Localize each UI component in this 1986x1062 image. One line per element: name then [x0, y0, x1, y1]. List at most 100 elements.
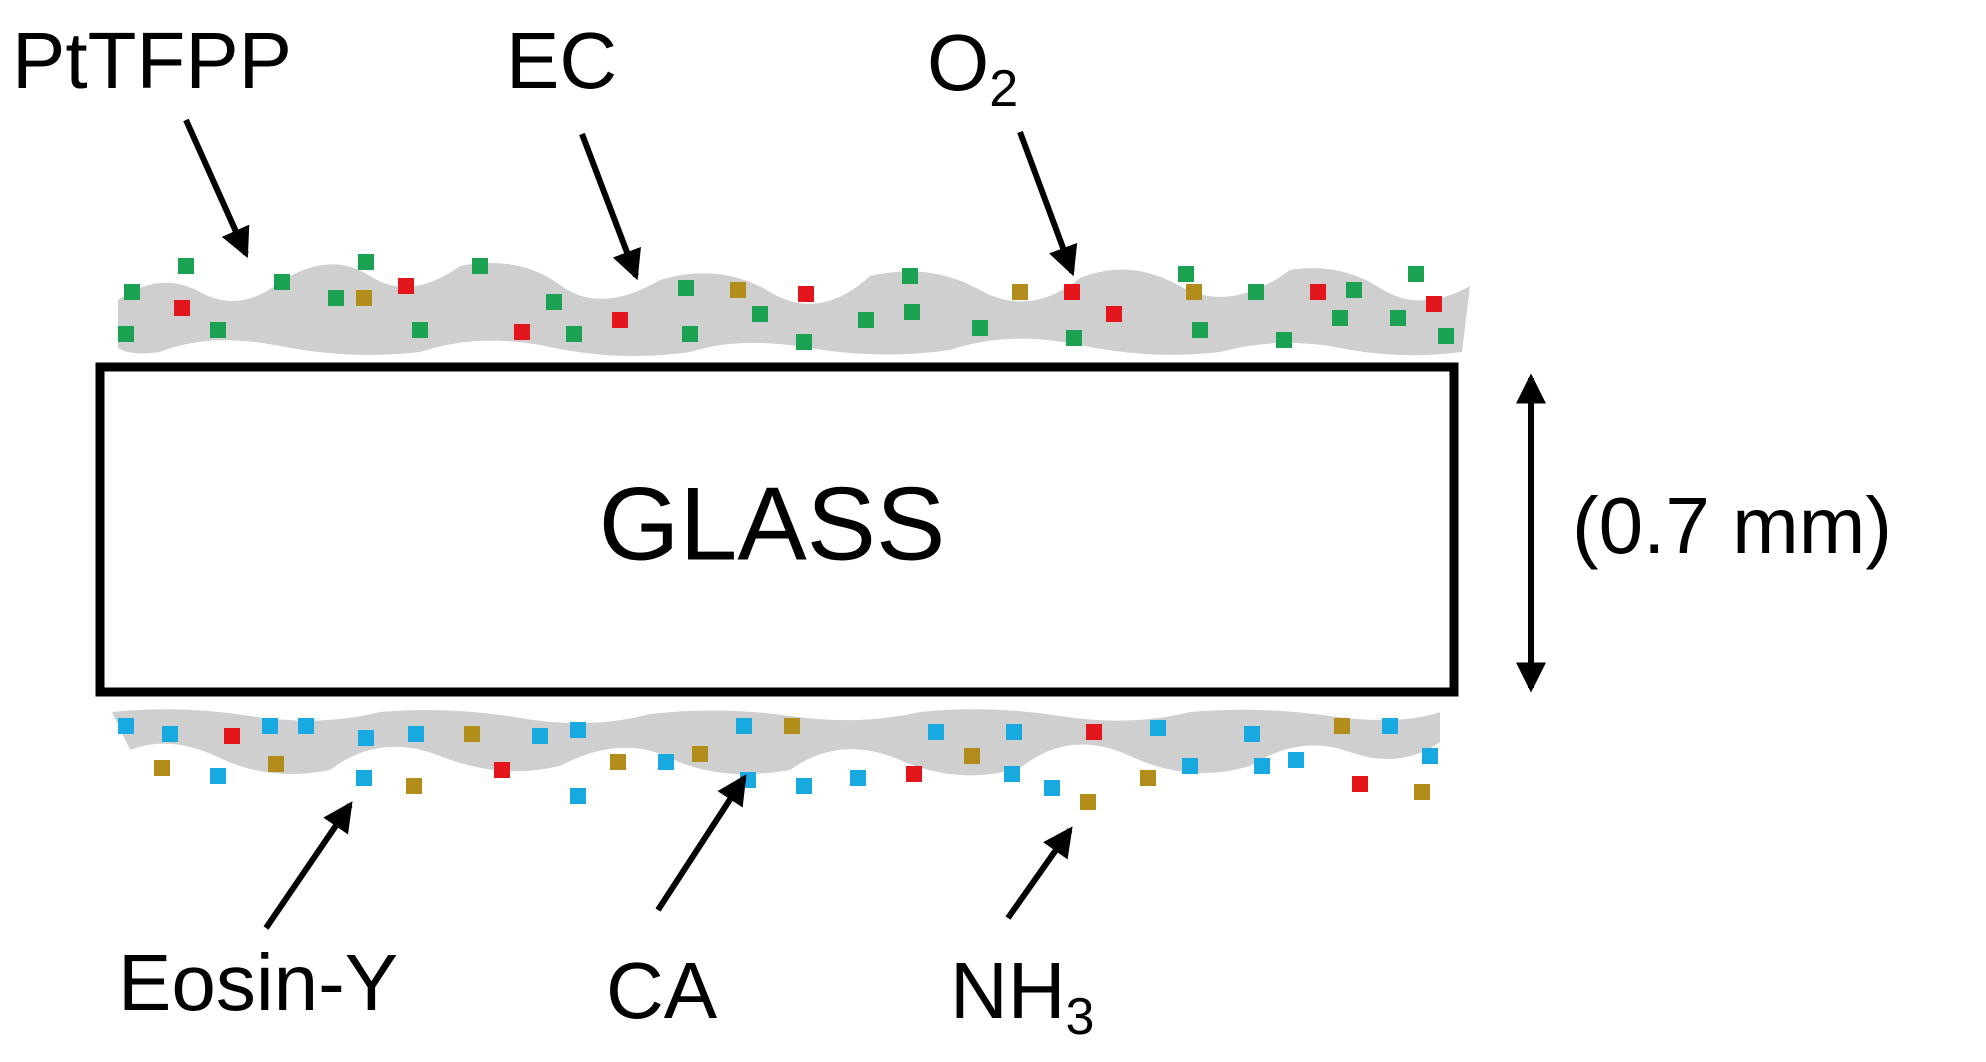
pttfpp-particle: [858, 312, 874, 328]
nh3-particle: [464, 726, 480, 742]
pttfpp-particle: [274, 274, 290, 290]
o2-particle: [1352, 776, 1368, 792]
pttfpp-particle: [1178, 266, 1194, 282]
nh3-label-main: NH: [950, 946, 1066, 1035]
eosin-y-particle: [210, 768, 226, 784]
eosin-y-particle: [1254, 758, 1270, 774]
pttfpp-particle: [1192, 322, 1208, 338]
o2-particle: [224, 728, 240, 744]
pttfpp-particle: [796, 334, 812, 350]
pttfpp-particle: [1276, 332, 1292, 348]
o2-particle: [906, 766, 922, 782]
nh3-label: NH3: [950, 946, 1094, 1046]
nh3-particle: [356, 290, 372, 306]
pttfpp-particle: [902, 268, 918, 284]
pttfpp-particle: [752, 306, 768, 322]
nh3-particle: [268, 756, 284, 772]
pttfpp-particle: [678, 280, 694, 296]
pttfpp-particle: [118, 326, 134, 342]
eosin-y-particle: [118, 718, 134, 734]
pttfpp-label: PtTFPP: [12, 16, 292, 105]
nh3-particle: [784, 718, 800, 734]
eosin-y-particle: [570, 722, 586, 738]
eosin-y-particle: [1422, 748, 1438, 764]
bottom-sensing-layer-ca: [112, 709, 1440, 810]
pttfpp-particle: [1390, 310, 1406, 326]
eosin-y-particle: [532, 728, 548, 744]
nh3-particle: [610, 754, 626, 770]
glass-substrate: [95, 362, 1459, 697]
o2-arrow: [1017, 130, 1078, 277]
eosin-y-particle: [298, 718, 314, 734]
o2-label: O2: [927, 18, 1018, 118]
eosin-y-particle: [358, 730, 374, 746]
eosin-y-particle: [736, 718, 752, 734]
pttfpp-particle: [1066, 330, 1082, 346]
o2-particle: [494, 762, 510, 778]
eosin-y-particle: [1382, 718, 1398, 734]
nh3-particle: [1414, 784, 1430, 800]
eosin-y-label: Eosin-Y: [118, 938, 398, 1027]
nh3-arrow: [1005, 826, 1073, 920]
pttfpp-particle: [1248, 284, 1264, 300]
nh3-particle: [964, 748, 980, 764]
pttfpp-particle: [412, 322, 428, 338]
ec-arrow: [579, 132, 641, 281]
pttfpp-particle: [904, 304, 920, 320]
nh3-particle: [1140, 770, 1156, 786]
o2-particle: [1310, 284, 1326, 300]
top-sensing-layer-ec: [118, 254, 1470, 356]
glass-label: GLASS: [599, 466, 946, 582]
pttfpp-particle: [328, 290, 344, 306]
eosin-y-particle: [928, 724, 944, 740]
eosin-y-arrow: [263, 801, 353, 930]
o2-particle: [1426, 296, 1442, 312]
eosin-y-particle: [162, 726, 178, 742]
eosin-y-particle: [658, 754, 674, 770]
eosin-y-particle: [1150, 720, 1166, 736]
o2-particle: [1106, 306, 1122, 322]
thickness-label: (0.7 mm): [1572, 481, 1892, 570]
ca-polymer-matrix: [112, 709, 1440, 776]
pttfpp-arrow: [183, 118, 250, 259]
pttfpp-particle: [178, 258, 194, 274]
pttfpp-particle: [566, 326, 582, 342]
pttfpp-particle: [210, 322, 226, 338]
eosin-y-particle: [1244, 726, 1260, 742]
eosin-y-particle: [1004, 766, 1020, 782]
eosin-y-particle: [356, 770, 372, 786]
nh3-particle: [1334, 718, 1350, 734]
pttfpp-particle: [472, 258, 488, 274]
eosin-y-particle: [796, 778, 812, 794]
pttfpp-particle: [358, 254, 374, 270]
nh3-particle: [406, 778, 422, 794]
pttfpp-particle: [1346, 282, 1362, 298]
pttfpp-particle: [972, 320, 988, 336]
eosin-y-particle: [1044, 780, 1060, 796]
nh3-particle: [692, 746, 708, 762]
pttfpp-particle: [1332, 310, 1348, 326]
o2-label-subscript: 2: [989, 60, 1018, 118]
o2-particle: [798, 286, 814, 302]
eosin-y-particle: [850, 770, 866, 786]
eosin-y-particle: [1288, 752, 1304, 768]
nh3-particle: [154, 760, 170, 776]
eosin-y-particle: [1182, 758, 1198, 774]
eosin-y-particle: [408, 726, 424, 742]
pttfpp-particle: [124, 284, 140, 300]
o2-label-main: O: [927, 18, 989, 107]
nh3-particle: [1186, 284, 1202, 300]
o2-particle: [1064, 284, 1080, 300]
o2-particle: [174, 300, 190, 316]
pttfpp-particle: [1408, 266, 1424, 282]
eosin-y-particle: [570, 788, 586, 804]
nh3-label-subscript: 3: [1066, 988, 1095, 1046]
pttfpp-particle: [682, 326, 698, 342]
eosin-y-particle: [262, 718, 278, 734]
ec-label: EC: [506, 16, 617, 105]
nh3-particle: [1012, 284, 1028, 300]
o2-particle: [398, 278, 414, 294]
o2-particle: [514, 324, 530, 340]
o2-particle: [1086, 724, 1102, 740]
